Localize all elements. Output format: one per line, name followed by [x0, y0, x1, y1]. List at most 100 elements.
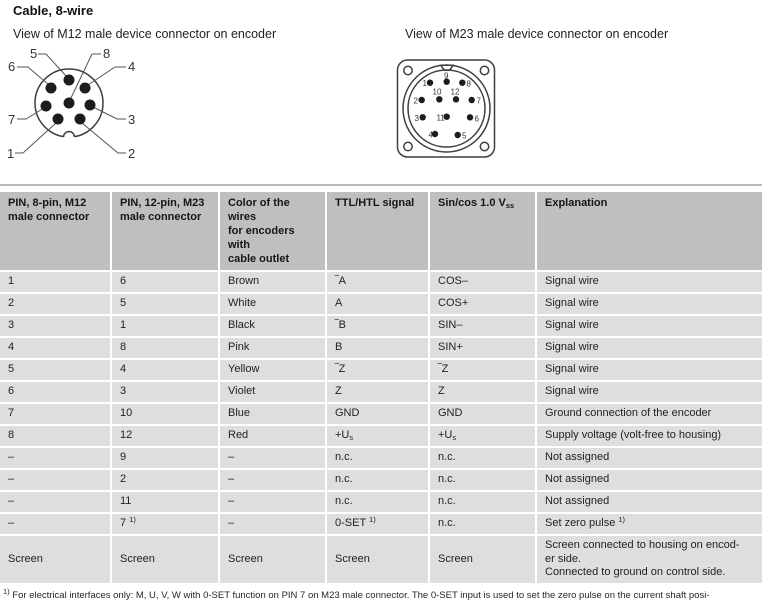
m23-keyway-tab: [439, 64, 455, 71]
table-cell: Z: [327, 382, 428, 402]
m12-pin-label: 3: [128, 112, 135, 127]
m23-flange-hole: [403, 141, 413, 152]
m23-pin: [419, 114, 426, 121]
table-cell: 7 1): [112, 514, 218, 534]
table-cell: SIN–: [430, 316, 535, 336]
table-cell: 7: [0, 404, 110, 424]
m12-caption: View of M12 male device connector on enc…: [13, 27, 277, 41]
table-cell: ‾Z: [430, 360, 535, 380]
m12-pin: [79, 82, 91, 94]
table-cell: Signal wire: [537, 294, 762, 314]
table-cell: Black: [220, 316, 325, 336]
m12-pin: [63, 74, 75, 86]
m23-pin-label: 9: [444, 72, 449, 81]
table-cell: 2: [112, 470, 218, 490]
m23-caption: View of M23 male device connector on enc…: [405, 27, 669, 41]
m23-flange-hole: [479, 141, 490, 152]
m23-pin-label: 11: [437, 114, 446, 123]
table-cell: 8: [112, 338, 218, 358]
table-cell: Signal wire: [537, 272, 762, 292]
m23-pin: [426, 79, 434, 86]
table-cell: ‾B: [327, 316, 428, 336]
table-cell: –: [220, 470, 325, 490]
m12-pin: [40, 100, 52, 112]
table-cell: –: [220, 514, 325, 534]
m12-pin: [52, 113, 64, 125]
table-cell: Not assigned: [537, 470, 762, 490]
table-cell: Screen connected to housing on encod-er …: [537, 536, 762, 583]
table-cell: Red: [220, 426, 325, 446]
column-header: TTL/HTL signal: [327, 192, 428, 270]
table-cell: –: [0, 492, 110, 512]
m23-pin: [431, 130, 439, 138]
table-cell: 9: [112, 448, 218, 468]
table-cell: COS–: [430, 272, 535, 292]
m23-pin-label: 10: [433, 88, 442, 97]
m12-pin: [63, 97, 75, 109]
table-cell: 12: [112, 426, 218, 446]
table-cell: 8: [0, 426, 110, 446]
table-cell: B: [327, 338, 428, 358]
m23-pin: [418, 96, 425, 104]
table-cell: ‾Z: [327, 360, 428, 380]
m12-pin-label: 8: [103, 46, 110, 61]
m12-connector-diagram: 5 8 6 4 7 3 1 2: [7, 46, 135, 161]
table-cell: 6: [0, 382, 110, 402]
table-cell: Signal wire: [537, 316, 762, 336]
table-cell: –: [220, 448, 325, 468]
table-cell: 4: [0, 338, 110, 358]
m12-pin-label: 1: [7, 146, 14, 161]
m12-pin: [45, 82, 57, 94]
table-cell: Z: [430, 382, 535, 402]
table-cell: Screen: [0, 536, 110, 583]
table-cell: Signal wire: [537, 382, 762, 402]
table-cell: SIN+: [430, 338, 535, 358]
table-cell: COS+: [430, 294, 535, 314]
m23-pin: [436, 96, 443, 103]
table-cell: 3: [112, 382, 218, 402]
table-cell: +Us: [327, 426, 428, 446]
leader-line: [87, 66, 126, 86]
m23-pin-label: 8: [467, 80, 472, 89]
leader-line: [17, 107, 45, 120]
m23-connector-diagram: 9 1 8 10 12 2 7 3 11 6 4 5: [396, 59, 496, 158]
table-cell: –: [0, 470, 110, 490]
m23-pin: [468, 96, 475, 104]
table-cell: 11: [112, 492, 218, 512]
m23-flange-hole: [479, 65, 490, 76]
table-cell: White: [220, 294, 325, 314]
leader-line: [17, 66, 50, 86]
table-cell: Violet: [220, 382, 325, 402]
table-cell: –: [0, 514, 110, 534]
table-cell: Not assigned: [537, 492, 762, 512]
table-cell: Signal wire: [537, 360, 762, 380]
table-row: –9–n.c.n.c.Not assigned: [0, 448, 762, 468]
column-header: Sin/cos 1.0 Vss: [430, 192, 535, 270]
footnote: 1) For electrical interfaces only: M, U,…: [3, 586, 710, 600]
table-cell: Not assigned: [537, 448, 762, 468]
table-cell: Set zero pulse 1): [537, 514, 762, 534]
m12-pin-label: 7: [8, 112, 15, 127]
table-cell: GND: [327, 404, 428, 424]
table-cell: n.c.: [430, 470, 535, 490]
table-cell: A: [327, 294, 428, 314]
table-cell: n.c.: [327, 492, 428, 512]
m12-pin-label: 6: [8, 59, 15, 74]
table-cell: n.c.: [430, 448, 535, 468]
leader-line: [38, 53, 68, 78]
table-cell: Signal wire: [537, 338, 762, 358]
table-cell: 2: [0, 294, 110, 314]
table-cell: n.c.: [327, 470, 428, 490]
table-cell: 10: [112, 404, 218, 424]
m23-pin-label: 12: [451, 88, 460, 97]
m23-pin-label: 3: [415, 114, 420, 123]
table-cell: GND: [430, 404, 535, 424]
